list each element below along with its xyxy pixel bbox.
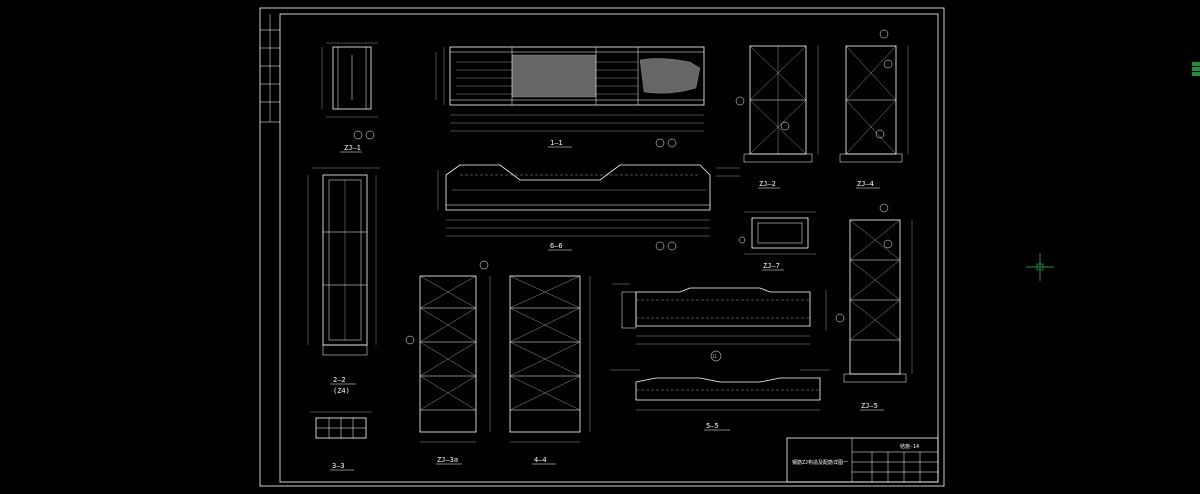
detail-1-1: 1—1	[435, 46, 705, 148]
detail-zj2: ZJ—2	[735, 45, 819, 189]
detail-3-3: 3—3	[310, 411, 372, 471]
label-zj5: ZJ—5	[861, 402, 878, 410]
toolbar-button-1[interactable]	[1192, 62, 1200, 66]
toolbar-button-3[interactable]	[1192, 72, 1200, 76]
label-zj1: ZJ—1	[344, 144, 361, 152]
right-toolbar[interactable]	[1192, 62, 1200, 76]
sheet-outer-border	[259, 7, 945, 487]
drawing-title: 钢筋ZJ构造及配筋详图一	[792, 459, 848, 466]
label-zj2: ZJ—2	[759, 180, 776, 188]
label-1-1: 1—1	[550, 139, 563, 147]
binding-margin-strip	[260, 14, 280, 123]
sheet-inner-border	[279, 13, 939, 483]
label-5-5: 5—5	[706, 422, 719, 430]
label-zj7: ZJ—7	[763, 262, 780, 270]
detail-zj5: ZJ—5	[835, 203, 913, 411]
crosshair-cursor-icon[interactable]	[1026, 253, 1054, 281]
title-block: 钢筋ZJ构造及配筋详图一 结施-14	[786, 437, 939, 483]
detail-zj3a: ZJ—3a	[405, 260, 491, 465]
label-3-3: 3—3	[332, 462, 345, 470]
detail-6-6: 6—6	[437, 164, 740, 251]
detail-zj1: ZJ—1	[321, 42, 378, 153]
drawing-number: 结施-14	[900, 443, 919, 450]
label-zj3a: ZJ—3a	[437, 456, 458, 464]
detail-zj4: ZJ—4	[839, 29, 909, 189]
label-zj4: ZJ—4	[857, 180, 874, 188]
detail-4-4: 4—4	[509, 275, 591, 465]
label-2-2: 2—2	[333, 376, 346, 384]
detail-zj7: ZJ—7	[738, 211, 816, 271]
label-detail-11: 11	[712, 354, 717, 359]
label-4-4: 4—4	[534, 456, 547, 464]
label-6-6: 6—6	[550, 242, 563, 250]
detail-5-5: 5—5	[610, 369, 830, 431]
label-2-2-sub: (Z4)	[333, 387, 350, 395]
detail-2-2: 2—2 (Z4)	[307, 167, 380, 395]
detail-11: 11	[612, 283, 827, 362]
toolbar-button-2[interactable]	[1192, 67, 1200, 71]
